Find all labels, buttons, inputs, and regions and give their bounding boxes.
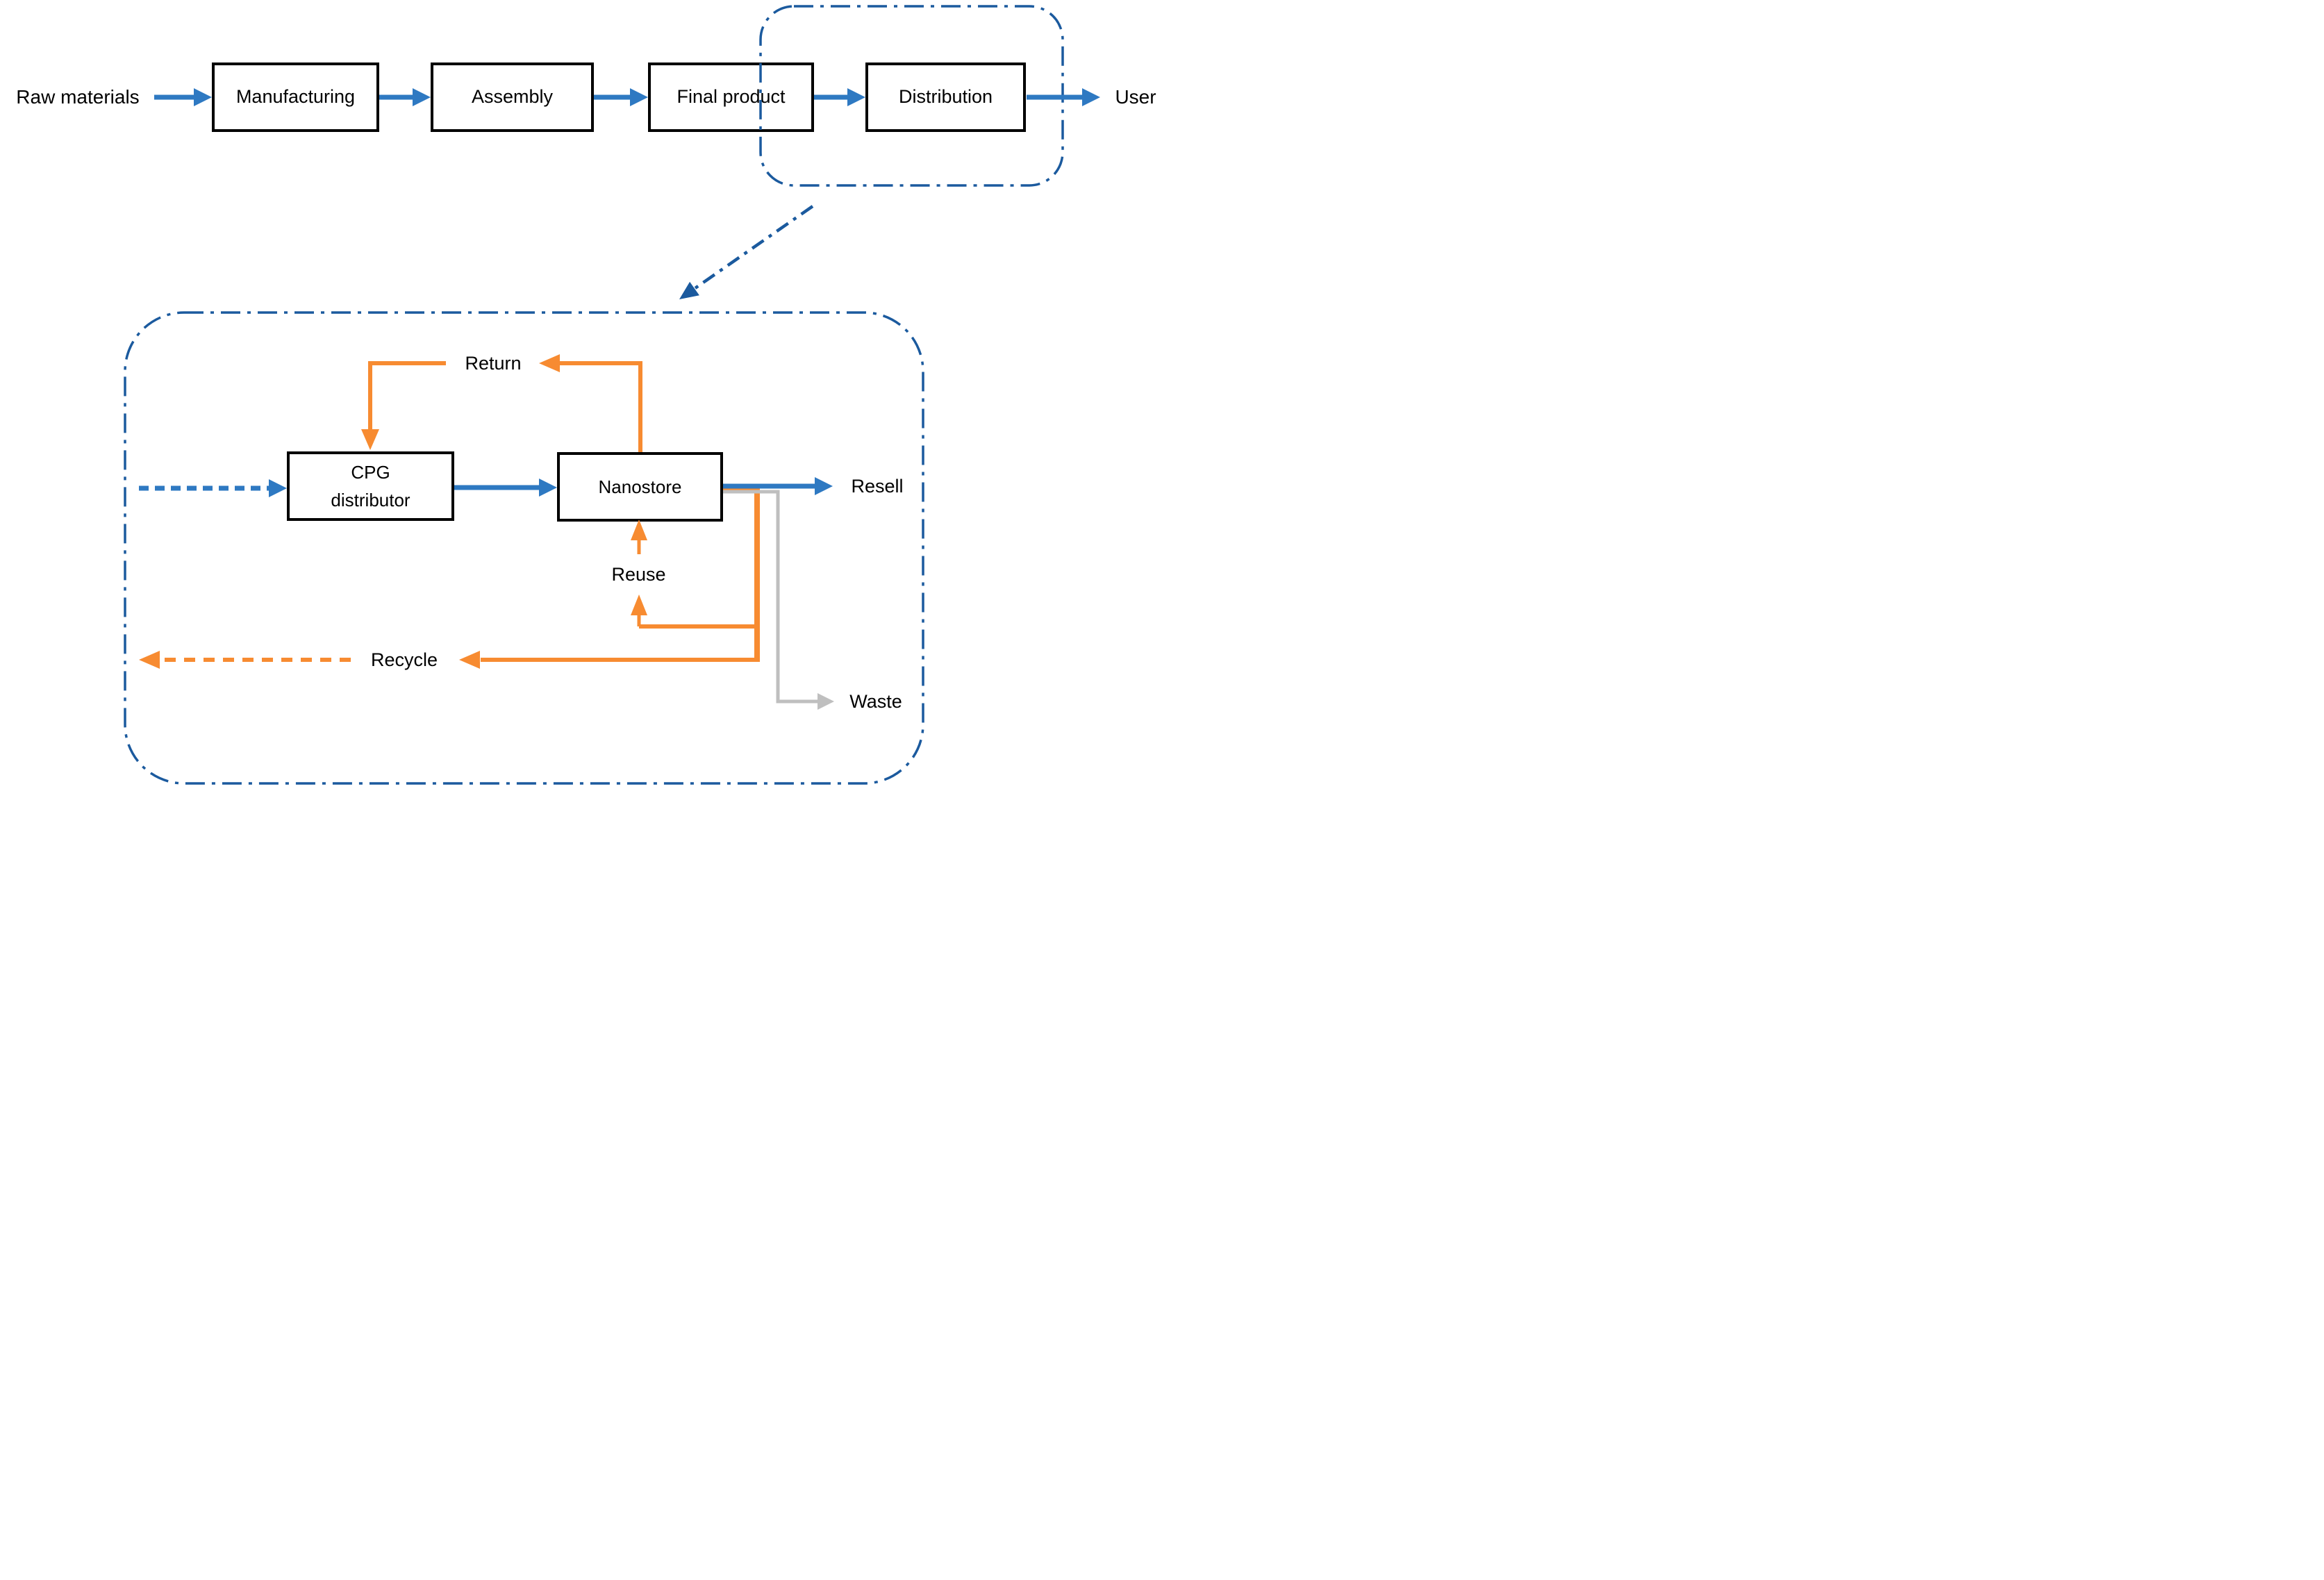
- waste-flow-path: [723, 490, 818, 704]
- cpg-distributor-box: CPG distributor: [287, 451, 454, 521]
- arrow-cpg-to-nanostore: [454, 479, 557, 497]
- return-loop-left-path: [368, 361, 446, 431]
- recycle-label: Recycle: [370, 649, 438, 670]
- arrow-assembly-to-finalproduct-head: [630, 88, 648, 106]
- arrow-nanostore-to-resell: [723, 477, 833, 495]
- assembly-box: Assembly: [431, 63, 594, 132]
- waste-flow-arrow-head: [817, 693, 834, 710]
- arrow-nanostore-to-resell-head: [815, 477, 833, 495]
- distribution-box-label: Distribution: [898, 86, 993, 108]
- return-loop-left-arrow-head: [539, 354, 560, 372]
- user-label: User: [1115, 86, 1156, 108]
- cpg-distributor-box-line2: distributor: [331, 490, 410, 510]
- reuse-lower-arrow-head: [631, 594, 647, 615]
- manufacturing-box: Manufacturing: [212, 63, 379, 132]
- resell-label: Resell: [851, 475, 904, 497]
- manufacturing-box-label: Manufacturing: [235, 86, 356, 108]
- cpg-distributor-box-line1: CPG: [351, 461, 390, 483]
- return-loop-right-path: [560, 361, 642, 452]
- callout-zoom-arrow-shaft: [693, 205, 814, 290]
- raw-materials-label: Raw materials: [16, 86, 140, 108]
- arrow-rawmaterials-to-manufacturing-head: [194, 88, 212, 106]
- arrow-finalproduct-to-distribution-head: [847, 88, 865, 106]
- recycle-solid-arrow-head: [459, 651, 480, 669]
- orange-collection-elbow: [723, 486, 760, 660]
- arrow-distribution-to-user-head: [1082, 88, 1100, 106]
- recycle-flow: [139, 651, 760, 669]
- return-label: Return: [465, 352, 522, 374]
- nanostore-box: Nanostore: [557, 452, 723, 522]
- reuse-label: Reuse: [611, 563, 666, 585]
- return-loop-down-arrow-head: [361, 429, 379, 450]
- arrow-manufacturing-to-assembly-head: [413, 88, 431, 106]
- incoming-dashed-arrow: [139, 479, 287, 497]
- final-product-box: Final product: [648, 63, 814, 132]
- assembly-box-label: Assembly: [471, 86, 554, 108]
- arrow-cpg-to-nanostore-head: [539, 479, 557, 497]
- nanostore-box-label: Nanostore: [598, 476, 682, 497]
- distribution-box: Distribution: [865, 63, 1026, 132]
- recycle-dashed-arrow-head: [139, 651, 160, 669]
- detail-panel-outline: [124, 311, 924, 785]
- incoming-dashed-arrow-head: [269, 479, 287, 497]
- waste-label: Waste: [849, 690, 902, 712]
- callout-zoom-arrow: [679, 205, 814, 299]
- final-product-box-label: Final product: [677, 86, 786, 108]
- supply-chain-diagram: Manufacturing Assembly Final product Dis…: [0, 0, 1162, 790]
- reuse-upper-arrow-head: [631, 519, 647, 540]
- orange-collection-elbow-path: [723, 486, 760, 660]
- callout-zoom-arrow-head: [679, 281, 699, 299]
- waste-flow: [723, 490, 834, 710]
